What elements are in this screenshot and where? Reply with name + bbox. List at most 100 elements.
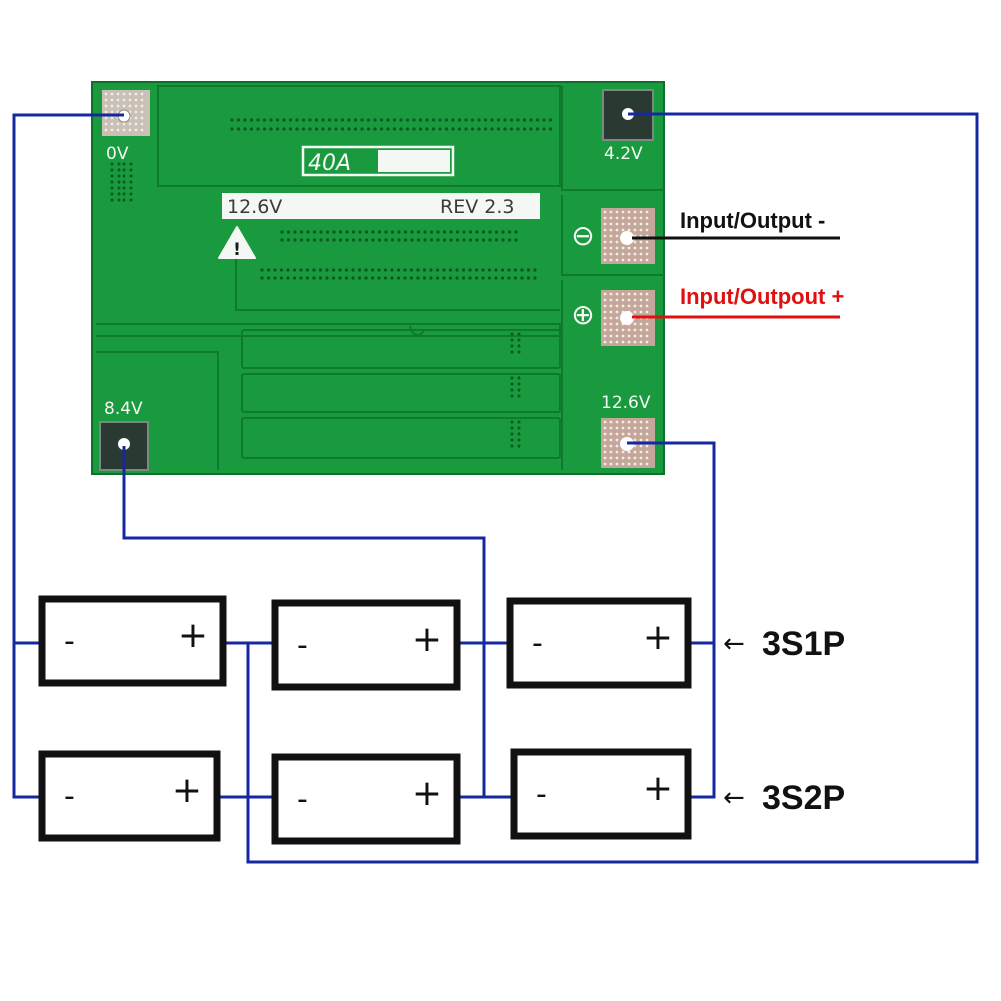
pad-dot <box>639 456 643 460</box>
pad-dot <box>645 456 649 460</box>
pad-dot <box>609 298 613 302</box>
via <box>462 230 466 234</box>
pad-dot <box>116 122 120 126</box>
via <box>344 268 349 272</box>
via <box>468 230 473 234</box>
via <box>483 127 488 131</box>
via <box>295 127 299 131</box>
pad-dot <box>615 328 619 332</box>
via <box>325 276 329 280</box>
pad-dot <box>621 210 625 214</box>
via <box>299 268 303 272</box>
via <box>416 230 421 234</box>
via <box>510 382 514 386</box>
via <box>529 118 533 122</box>
via <box>110 162 114 166</box>
pad-dot <box>633 310 637 314</box>
via <box>280 238 284 242</box>
via <box>364 276 368 280</box>
via <box>280 230 284 234</box>
pad-dot <box>122 128 126 132</box>
pad-dot <box>645 240 649 244</box>
via <box>360 127 364 131</box>
via <box>301 118 306 122</box>
pad-dot <box>639 450 643 454</box>
pad-dot <box>639 444 643 448</box>
via <box>500 268 505 272</box>
via <box>295 118 299 122</box>
pad-dot <box>621 334 625 338</box>
via <box>416 238 421 242</box>
via <box>488 238 492 242</box>
pad-dot <box>140 116 144 120</box>
pad-dot <box>645 426 649 430</box>
via <box>347 127 351 131</box>
via <box>470 127 475 131</box>
pad-dot <box>615 316 619 320</box>
pad-dot <box>621 222 625 226</box>
via <box>236 118 241 122</box>
via <box>481 268 485 272</box>
via <box>487 268 492 272</box>
via <box>332 230 336 234</box>
pad-dot <box>633 216 637 220</box>
pad-dot <box>639 258 643 262</box>
pad-dot <box>633 334 637 338</box>
via <box>117 168 121 172</box>
pad-dot <box>615 240 619 244</box>
via <box>526 276 531 280</box>
via <box>503 118 507 122</box>
row2-arrow-icon: ← <box>723 783 745 813</box>
via <box>305 268 310 272</box>
via <box>405 118 410 122</box>
via <box>325 230 330 234</box>
via <box>256 118 260 122</box>
pad-dot <box>621 450 625 454</box>
via <box>507 268 511 272</box>
via <box>510 350 514 354</box>
pad-dot <box>609 228 613 232</box>
via <box>347 118 351 122</box>
via <box>507 238 512 242</box>
via <box>529 127 533 131</box>
via <box>129 168 133 172</box>
via <box>494 276 498 280</box>
pad-12-6v-label: 12.6V <box>601 393 651 413</box>
pad-dot <box>609 258 613 262</box>
board-minus-icon: ⊖ <box>571 219 594 252</box>
via <box>501 230 505 234</box>
via <box>468 238 473 242</box>
via <box>516 127 520 131</box>
via <box>334 127 338 131</box>
via <box>422 276 427 280</box>
via <box>390 238 395 242</box>
pad-dot <box>603 258 607 262</box>
via <box>494 230 499 234</box>
pad-dot <box>609 240 613 244</box>
pad-dot <box>110 128 114 132</box>
via <box>396 268 401 272</box>
pad-dot <box>645 438 649 442</box>
pad-dot <box>104 122 108 126</box>
via <box>129 186 133 190</box>
via <box>353 118 358 122</box>
via <box>117 192 121 196</box>
via <box>423 238 427 242</box>
battery-plus-icon: + <box>643 768 673 809</box>
via <box>122 192 126 196</box>
via <box>129 198 133 202</box>
via <box>266 268 271 272</box>
pad-dot <box>621 298 625 302</box>
pad-dot <box>639 310 643 314</box>
pad-dot <box>615 304 619 308</box>
via <box>455 276 459 280</box>
via <box>405 127 410 131</box>
pad-dot <box>645 310 649 314</box>
via <box>517 394 521 398</box>
pad-dot <box>633 292 637 296</box>
via <box>386 127 390 131</box>
pad-dot <box>128 98 132 102</box>
pad-dot <box>645 462 649 466</box>
via <box>542 127 546 131</box>
via <box>122 180 126 184</box>
